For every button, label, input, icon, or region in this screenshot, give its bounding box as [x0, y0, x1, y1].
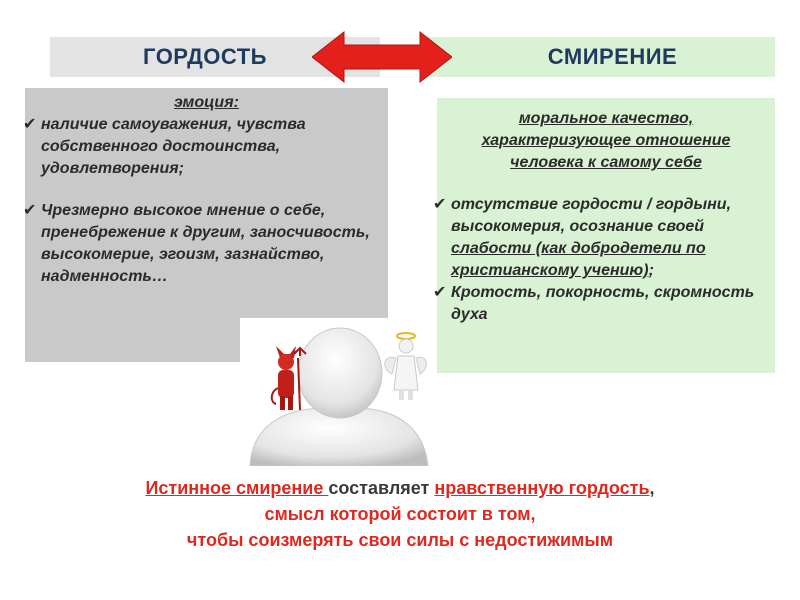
double-arrow-icon — [312, 30, 452, 84]
pride-heading: эмоция: — [174, 94, 239, 111]
angel-icon — [384, 332, 427, 400]
humility-item-2: ✔ Кротость, покорность, скромность духа — [433, 282, 769, 326]
conclusion-line-3: чтобы соизмерять свои силы с недостижимы… — [186, 530, 614, 550]
checkmark-icon: ✔ — [23, 116, 37, 133]
pride-item-2: ✔ Чрезмерно высокое мнение о себе, прене… — [23, 200, 380, 288]
checkmark-icon: ✔ — [433, 284, 447, 301]
person-with-devil-and-angel-illustration — [240, 318, 432, 466]
true-humility-phrase: Истинное смирение — [145, 478, 329, 498]
checkmark-icon: ✔ — [23, 202, 37, 219]
pride-item-1-text: наличие самоуважения, чувства собственно… — [41, 116, 306, 177]
devil-icon — [270, 346, 307, 411]
person-icon — [249, 327, 429, 466]
humility-item-2-text: Кротость, покорность, скромность духа — [451, 284, 755, 323]
pride-item-2-text: Чрезмерно высокое мнение о себе, пренебр… — [41, 202, 370, 285]
conclusion-text: Истинное смирение составляет нравственну… — [0, 475, 800, 553]
pride-item-1: ✔ наличие самоуважения, чувства собствен… — [23, 114, 380, 180]
pride-title: ГОРДОСТЬ — [143, 44, 267, 69]
conclusion-line-1: Истинное смирение составляет нравственну… — [145, 478, 655, 498]
moral-pride-phrase: нравственную гордость — [434, 478, 650, 498]
pride-description-box: эмоция: ✔ наличие самоуважения, чувства … — [23, 88, 388, 358]
conclusion-line-2: смысл которой состоит в том, — [264, 504, 536, 524]
humility-heading: моральное качество, характеризующее отно… — [481, 110, 731, 171]
weakness-phrase: слабости (как добродетели по христианско… — [451, 240, 706, 279]
humility-description-box: моральное качество, характеризующее отно… — [433, 98, 775, 373]
checkmark-icon: ✔ — [433, 196, 447, 213]
humility-item-1: ✔ отсутствие гордости / гордыни, высоком… — [433, 194, 769, 282]
humility-item-1-text: отсутствие гордости / гордыни, высокомер… — [451, 196, 732, 279]
humility-header: СМИРЕНИЕ — [420, 37, 775, 77]
humility-title: СМИРЕНИЕ — [547, 44, 678, 69]
